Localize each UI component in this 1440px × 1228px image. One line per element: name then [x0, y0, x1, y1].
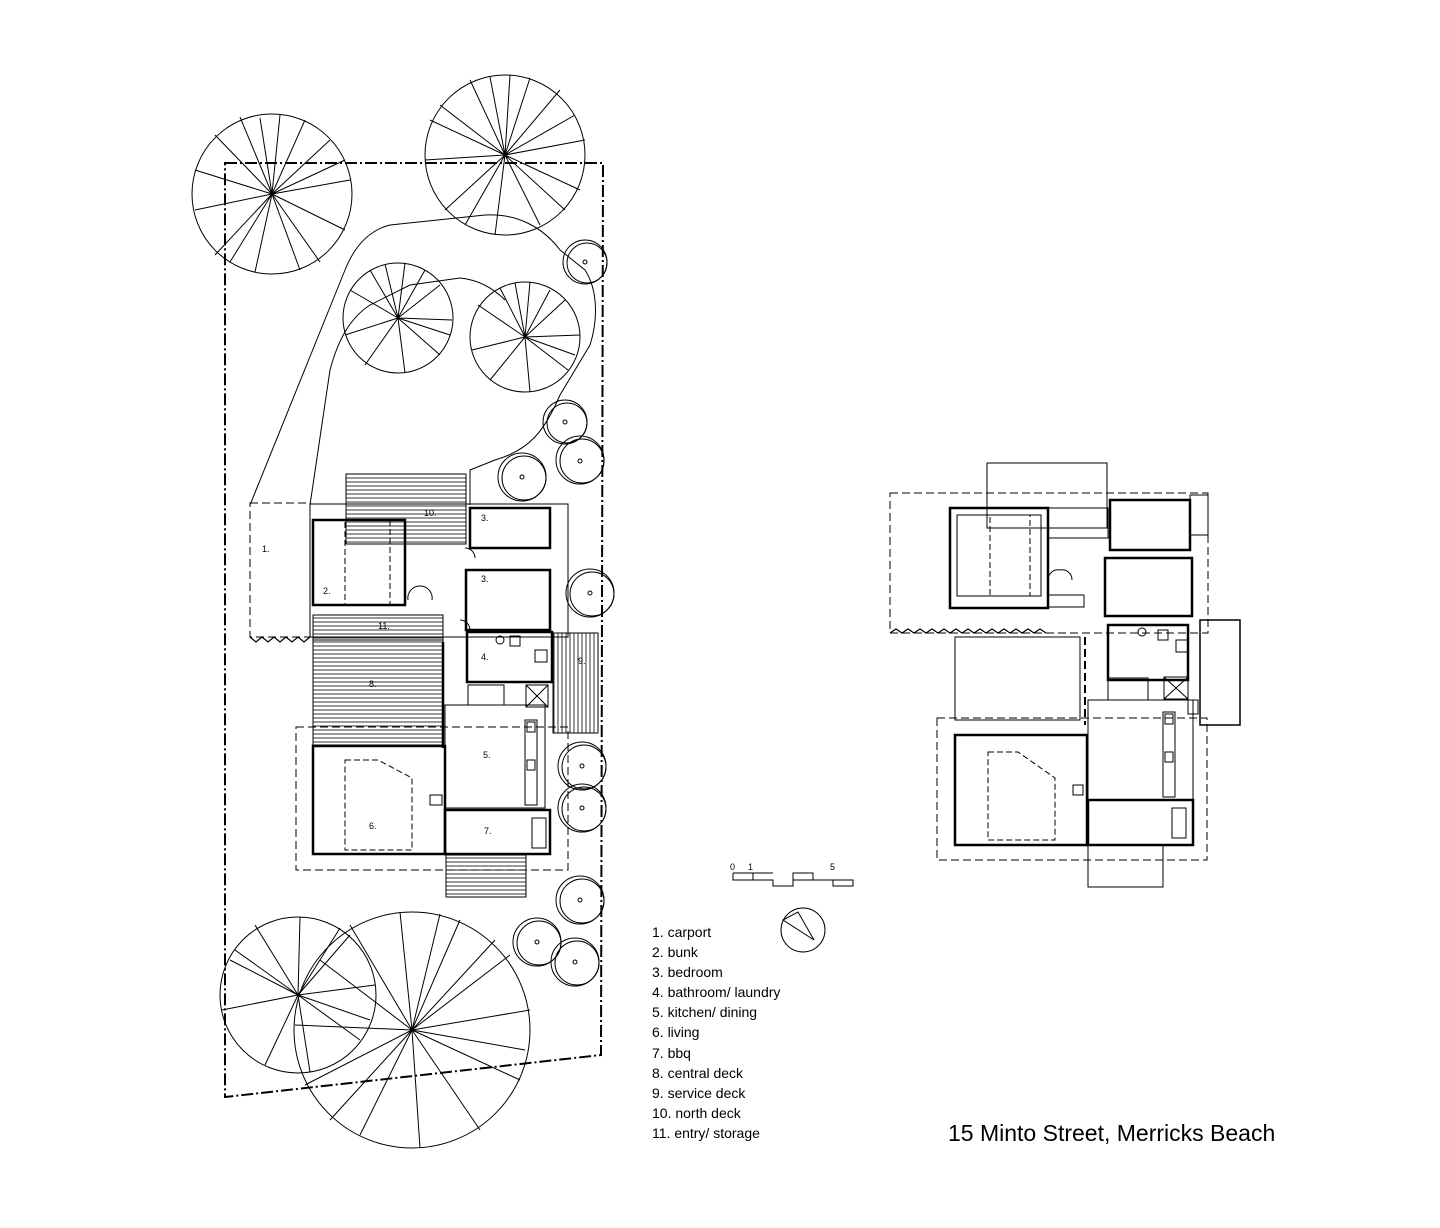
bedroom-a — [468, 506, 552, 550]
tree — [469, 281, 581, 393]
legend-item: 6. living — [652, 1024, 700, 1041]
room-tag-living: 6. — [369, 821, 377, 831]
entry-storage — [312, 614, 444, 641]
room-tag-north-deck: 10. — [424, 508, 437, 518]
driveway-path — [249, 214, 596, 506]
room-tag-entry: 11. — [378, 621, 390, 631]
legend-item: 8. central deck — [652, 1064, 744, 1081]
room-tag-bbq: 7. — [484, 826, 492, 836]
tree — [293, 911, 531, 1149]
site-plan — [191, 74, 615, 1149]
tree — [424, 74, 586, 236]
room-tag-bedroom: 3. — [481, 574, 489, 584]
room-legend: 1. carport 2. bunk 3. bedroom 4. bathroo… — [652, 922, 780, 1143]
room-tag-kitchen: 5. — [483, 750, 491, 760]
legend-item: 7. bbq — [652, 1044, 691, 1061]
north-arrow-icon — [780, 907, 826, 953]
carport-outline — [249, 502, 311, 638]
scale-bar: 0 1 5 — [730, 862, 854, 887]
legend-item: 4. bathroom/ laundry — [652, 984, 781, 1001]
room-tag-carport: 1. — [262, 544, 270, 554]
scale-label-five: 5 — [830, 862, 835, 872]
tree — [219, 916, 377, 1074]
bedroom-b — [464, 568, 552, 632]
legend-item: 9. service deck — [652, 1084, 746, 1101]
scale-label-one: 1 — [748, 862, 753, 872]
legend-item: 2. bunk — [652, 944, 698, 961]
floor-plan — [889, 462, 1241, 888]
south-steps — [445, 854, 527, 898]
legend-item: 3. bedroom — [652, 964, 723, 981]
driveway-path-inner — [309, 277, 506, 506]
living-room — [311, 744, 447, 856]
legend-item: 11. entry/ storage — [652, 1124, 760, 1141]
room-tag-bunk: 2. — [323, 586, 331, 596]
tree — [342, 262, 454, 374]
property-boundary — [224, 162, 605, 1099]
drawing-title: 15 Minto Street, Merricks Beach — [948, 1120, 1276, 1146]
legend-item: 5. kitchen/ dining — [652, 1004, 758, 1021]
small-tree — [497, 239, 615, 987]
zigzag-edge — [249, 636, 311, 643]
room-tag-bedroom: 3. — [481, 513, 489, 523]
central-deck — [312, 639, 444, 746]
tree — [191, 113, 353, 275]
living-outline — [295, 726, 569, 871]
room-tag-service-deck: 9. — [578, 656, 586, 666]
roof-outline — [889, 492, 1209, 634]
scale-label-zero: 0 — [730, 862, 735, 872]
room-tag-bathroom: 4. — [481, 652, 489, 662]
room-tag-central-deck: 8. — [369, 679, 377, 689]
bathroom — [465, 630, 554, 684]
legend-item: 10. north deck — [652, 1104, 741, 1121]
service-deck — [552, 632, 599, 734]
room-tags: 1. 2. 3. 3. 4. 5. 6. 7. 8. 9. 10. 11. — [262, 508, 586, 836]
legend-item: 1. carport — [652, 924, 712, 940]
bbq-area — [443, 808, 552, 856]
